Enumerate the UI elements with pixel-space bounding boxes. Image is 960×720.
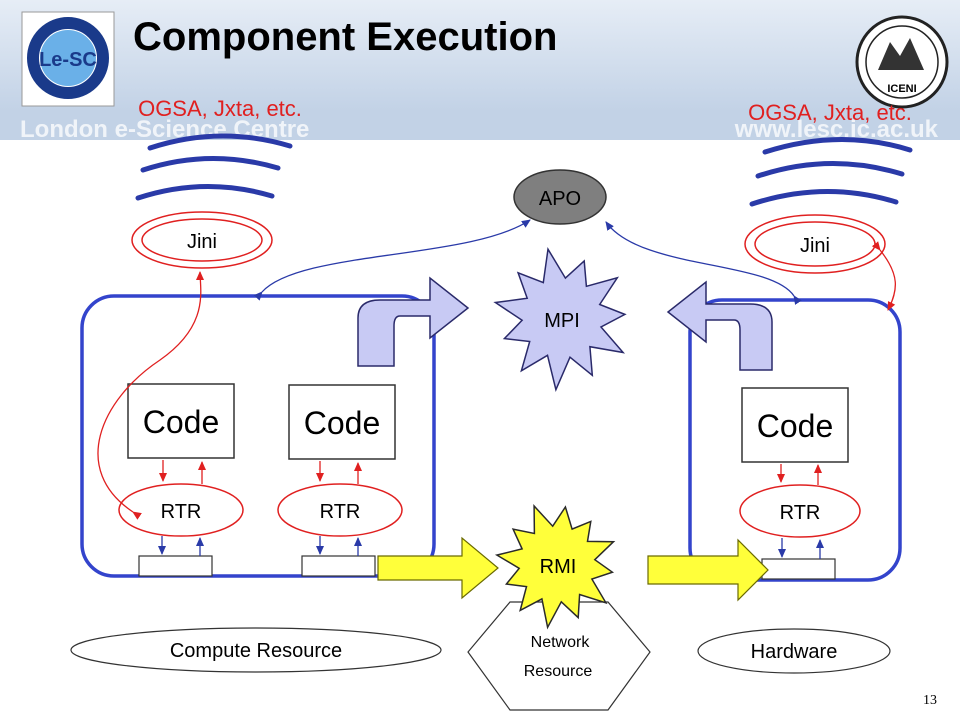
network-resource: Network Resource — [467, 601, 651, 711]
apo-right-arrow — [605, 221, 802, 305]
left-bent-arrow — [357, 276, 470, 367]
page-title: Component Execution — [133, 15, 557, 59]
lesc-logo: Le-SC — [21, 11, 115, 107]
apo-left-arrow — [253, 219, 531, 301]
code-box-2: Code — [288, 384, 396, 460]
lesc-logo-mark: Le-SC — [39, 49, 97, 71]
iceni-logo: ICENI — [855, 15, 949, 109]
right-signal-waves — [749, 136, 913, 207]
rmi-burst: RMI — [494, 504, 616, 630]
rtr-3-label: RTR — [780, 502, 821, 524]
left-yellow-arrow — [377, 536, 499, 600]
code-rtr-arrows — [159, 460, 822, 485]
page-number: 13 — [923, 693, 937, 708]
right-bent-arrow — [666, 280, 773, 371]
mpi-label: MPI — [544, 310, 580, 332]
hardware-ellipse: Hardware — [697, 628, 891, 674]
jini-right: Jini — [744, 214, 886, 274]
jini-left: Jini — [131, 211, 273, 269]
code-box-3: Code — [741, 387, 849, 463]
apo-node: APO — [513, 169, 607, 225]
compute-resource-ellipse: Compute Resource — [70, 627, 442, 673]
rtr-1: RTR — [118, 483, 244, 537]
rtr-3: RTR — [739, 484, 861, 538]
rtr-2: RTR — [277, 483, 403, 537]
code-box-3-label: Code — [757, 408, 834, 444]
hardware-slot-1 — [138, 555, 213, 577]
iceni-logo-text: ICENI — [887, 83, 916, 95]
network-resource-label-line1: Network — [531, 634, 591, 651]
hardware-slot-2 — [301, 555, 376, 577]
jini-left-red-link — [97, 271, 205, 520]
apo-label: APO — [539, 188, 581, 210]
left-signal-waves — [135, 133, 293, 201]
code-box-1: Code — [127, 383, 235, 459]
rtr-1-label: RTR — [161, 501, 202, 523]
hardware-label: Hardware — [751, 641, 838, 663]
right-yellow-arrow — [647, 538, 769, 602]
code-box-2-label: Code — [304, 405, 381, 441]
header-banner: London e-Science Centre www.lesc.ic.ac.u… — [0, 0, 960, 143]
right-protocols-label: OGSA, Jxta, etc. — [748, 100, 912, 125]
jini-right-label: Jini — [800, 235, 830, 257]
rtr-2-label: RTR — [320, 501, 361, 523]
rtr-hardware-arrows — [158, 536, 824, 559]
hardware-slot-3 — [761, 558, 836, 580]
mpi-burst: MPI — [493, 247, 627, 393]
network-resource-label-line2: Resource — [524, 663, 593, 680]
compute-resource-label: Compute Resource — [170, 640, 342, 662]
rmi-label: RMI — [540, 556, 577, 578]
jini-right-red-link — [871, 241, 897, 311]
code-box-1-label: Code — [143, 404, 220, 440]
left-protocols-label: OGSA, Jxta, etc. — [138, 96, 302, 121]
jini-left-label: Jini — [187, 231, 217, 253]
